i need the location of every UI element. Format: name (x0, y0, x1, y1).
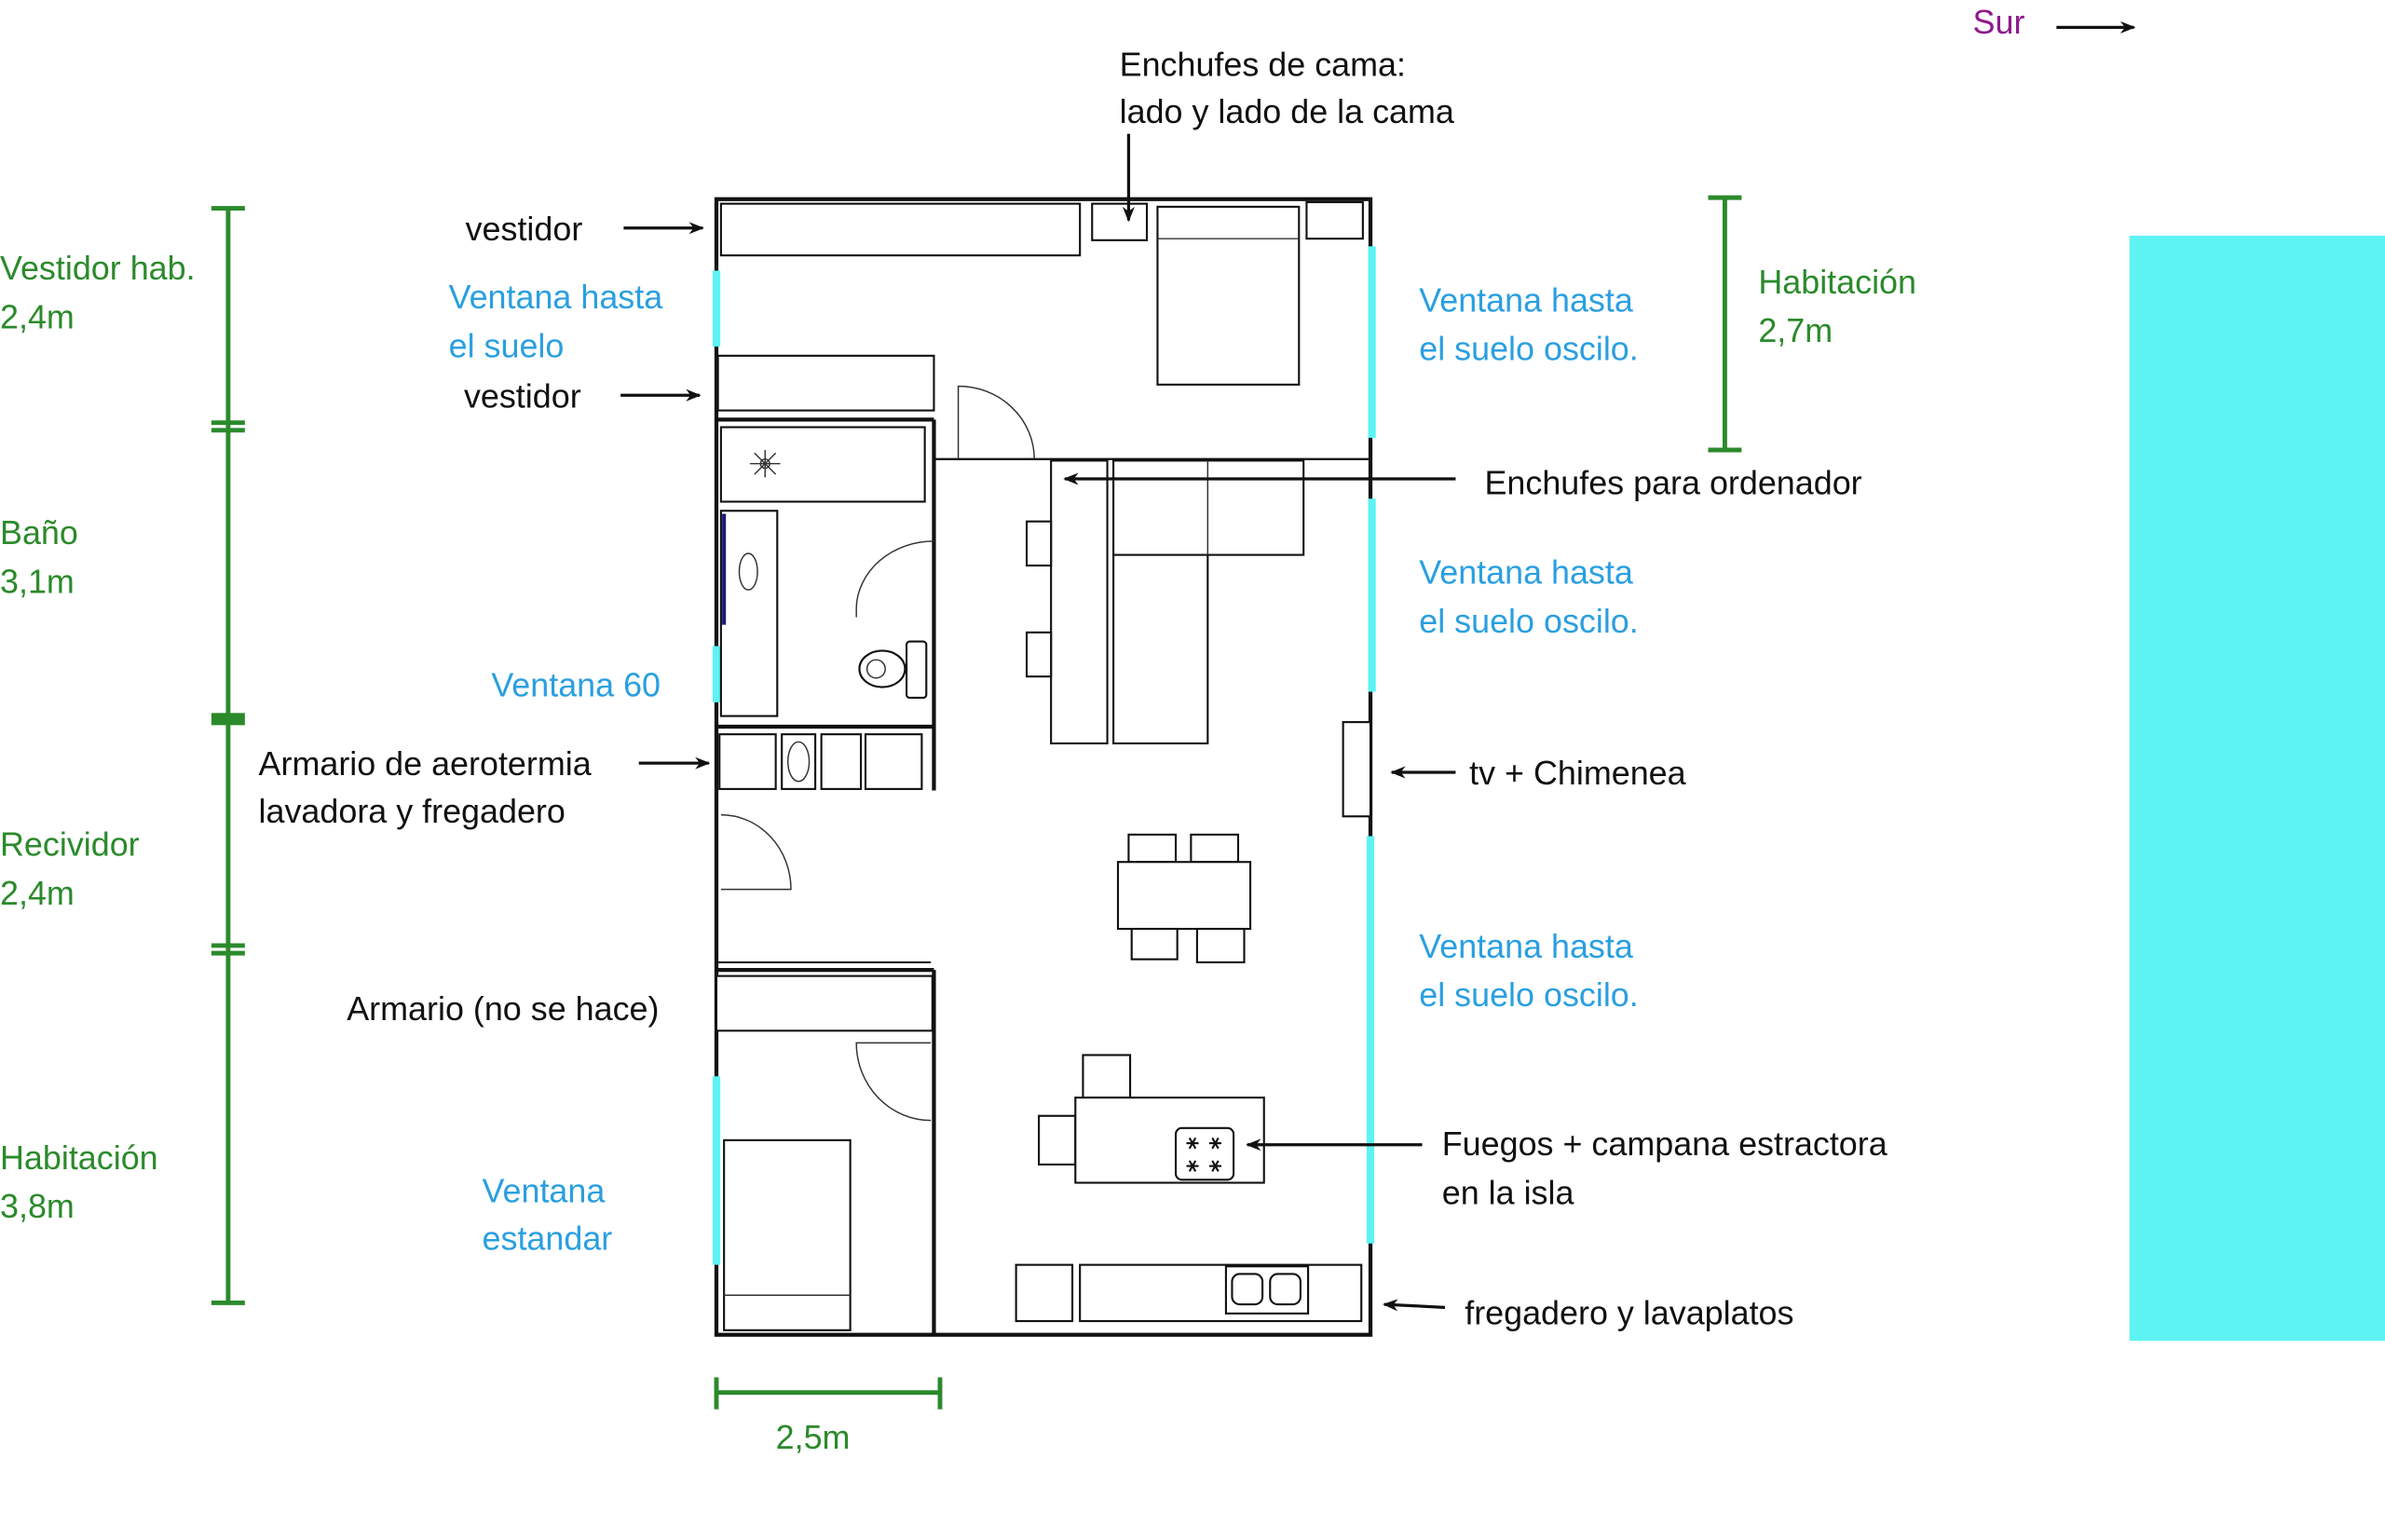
window-label-right-2a: Ventana hasta (1419, 554, 1633, 592)
note-fuegos-1: Fuegos + campana estractora (1442, 1125, 1888, 1163)
dim-bano-name: Baño (0, 514, 78, 552)
dim-width-size: 2,5m (776, 1419, 851, 1456)
note-aerotermia-1: Armario de aerotermia (259, 745, 592, 783)
living-furniture (1025, 459, 1372, 963)
shower-head-icon (749, 450, 781, 478)
window-label-right-1b: el suelo oscilo. (1419, 331, 1638, 368)
window-label-right-3b: el suelo oscilo. (1419, 976, 1638, 1014)
dim-recividor-size: 2,4m (0, 875, 75, 912)
internal-walls (716, 417, 1371, 1335)
dim-bano-size: 3,1m (0, 563, 75, 600)
note-tv: tv + Chimenea (1469, 755, 1686, 792)
window-label-right-2b: el suelo oscilo. (1419, 603, 1638, 640)
windows (712, 246, 1376, 1265)
kitchen-furniture (1015, 1054, 1363, 1323)
window-label-bath: Ventana 60 (491, 666, 661, 703)
master-bedroom-furniture (716, 200, 1364, 459)
note-enchufes-cama-2: lado y lado de la cama (1120, 93, 1454, 130)
dim-recividor-name: Recividor (0, 826, 140, 864)
dim-habitacion-left-name: Habitación (0, 1139, 158, 1177)
window-label-left-top-2: el suelo (449, 327, 565, 364)
window-label-left-bottom-2: estandar (483, 1220, 613, 1257)
note-vestidor-top: vestidor (466, 211, 583, 248)
dim-vestidor-size: 2,4m (0, 298, 75, 335)
dim-habitacion-left-size: 3,8m (0, 1188, 75, 1225)
note-enchufes-ordenador: Enchufes para ordenador (1484, 464, 1861, 501)
dimension-lines (211, 195, 1742, 1410)
bathroom-fixtures (719, 426, 934, 717)
dim-habitacion-right-size: 2,7m (1758, 312, 1833, 349)
note-vestidor-bottom: vestidor (464, 377, 581, 415)
window-label-right-1a: Ventana hasta (1419, 282, 1633, 320)
window-label-right-3a: Ventana hasta (1419, 928, 1633, 965)
dim-habitacion-right-name: Habitación (1758, 264, 1916, 301)
exterior-area (2129, 235, 2385, 1342)
compass-label: Sur (1973, 4, 2025, 41)
arrow-icon (1383, 1299, 1446, 1312)
note-fuegos-2: en la isla (1442, 1174, 1574, 1211)
note-fregadero: fregadero y lavaplatos (1465, 1294, 1793, 1331)
window-label-left-top-1: Ventana hasta (449, 279, 663, 316)
window-label-left-bottom-1: Ventana (483, 1173, 606, 1210)
note-enchufes-cama-1: Enchufes de cama: (1120, 47, 1406, 84)
note-aerotermia-2: lavadora y fregadero (259, 793, 566, 830)
note-armario-no: Armario (no se hace) (347, 990, 659, 1028)
dim-vestidor-name: Vestidor hab. (0, 250, 196, 287)
aerotermia-closet (718, 733, 923, 891)
second-bedroom-furniture (715, 974, 934, 1331)
